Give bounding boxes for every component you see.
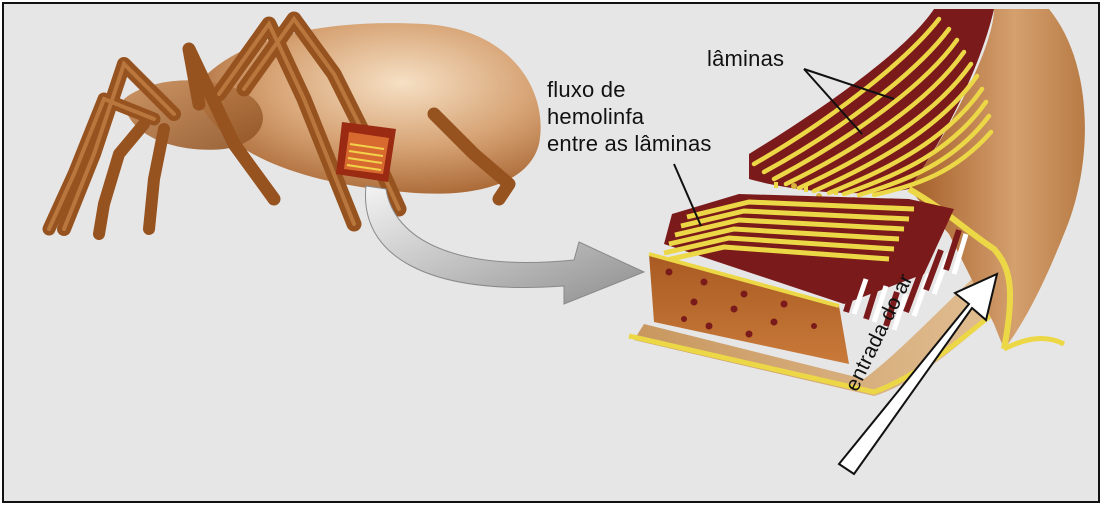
front-face	[649, 254, 849, 364]
hemolymph-flow-label: fluxo de hemolinfa entre as lâminas	[547, 76, 712, 157]
pointer-lines	[673, 68, 895, 227]
book-lung-section	[628, 9, 1085, 396]
diagram-artwork	[42, 9, 1085, 476]
zoom-arrow	[365, 185, 646, 305]
air-entry-arrow	[837, 272, 999, 476]
front-lamellae	[657, 194, 969, 331]
lamellae-stack	[749, 9, 994, 217]
atrium-wall	[909, 9, 1085, 349]
hemolymph-flow-line-3: entre as lâminas	[547, 131, 712, 156]
spider	[42, 11, 541, 240]
hemolymph-flow-line-1: fluxo de	[547, 77, 626, 102]
hemolymph-flow-line-2: hemolinfa	[547, 104, 645, 129]
book-lung-window	[336, 122, 396, 182]
surface-pores	[665, 268, 817, 338]
laminas-label: lâminas	[707, 46, 785, 71]
